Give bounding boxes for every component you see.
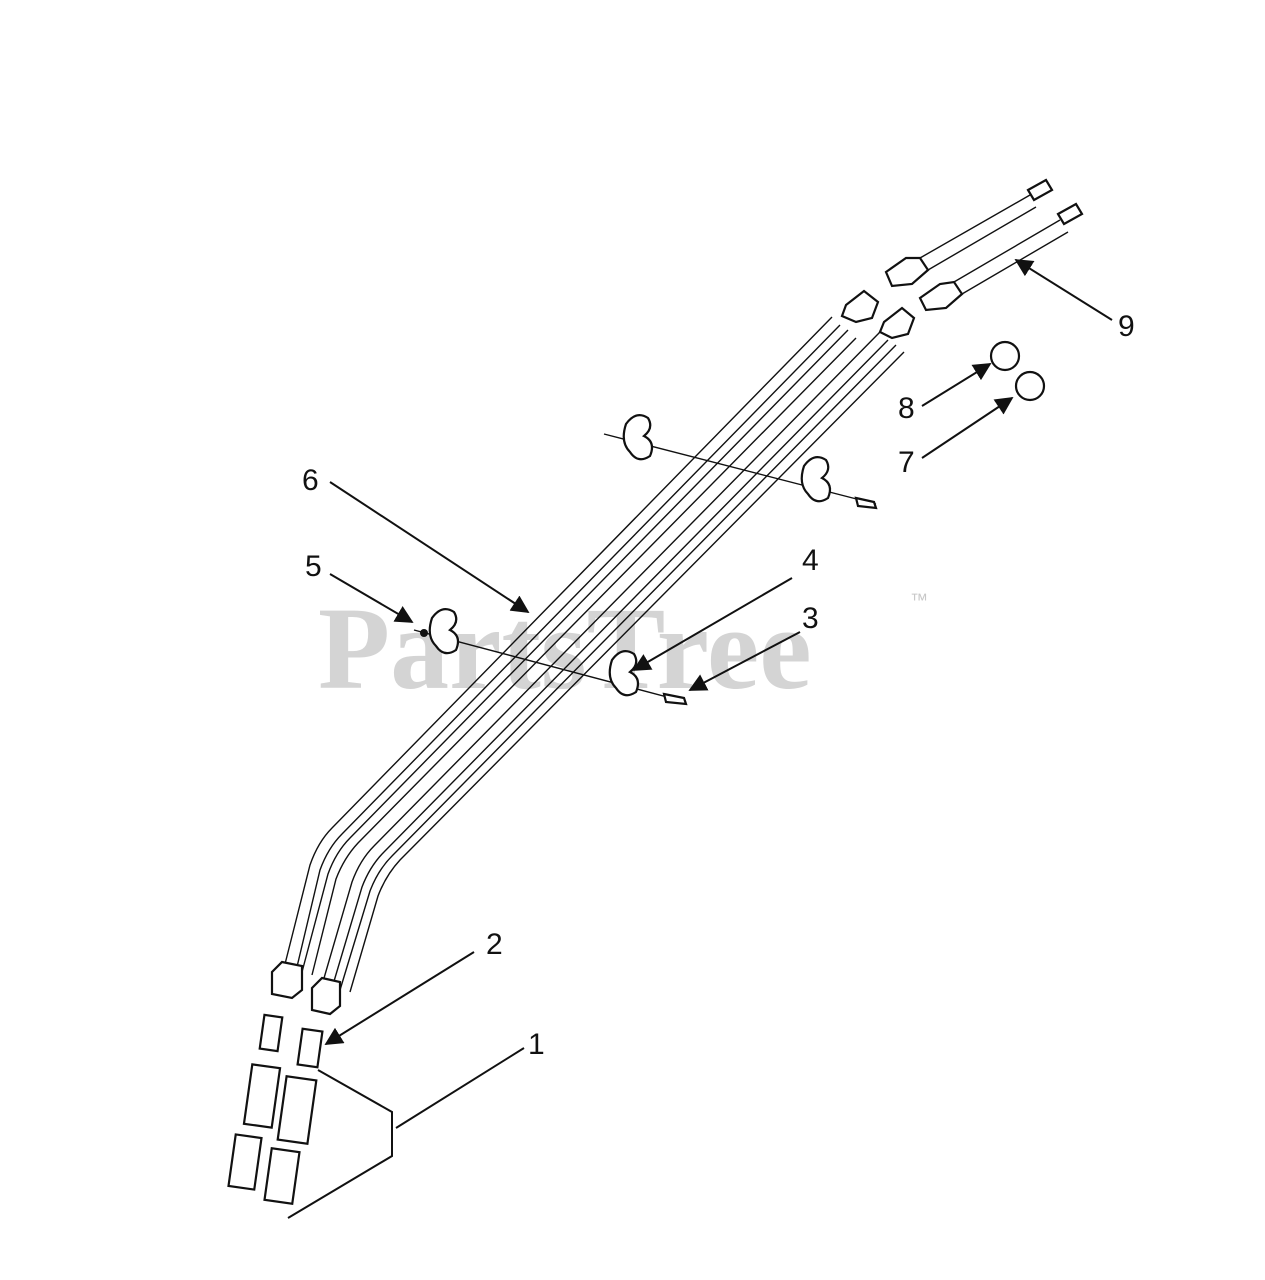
hose-right-top-nut [878, 306, 916, 340]
callout-8: 8 [898, 392, 915, 425]
bottom-fittings [227, 1013, 324, 1205]
hose-left-top-nut [840, 289, 880, 324]
hose-left-bottom-nut [270, 960, 304, 1000]
callout-3: 3 [802, 602, 819, 635]
callout-5: 5 [305, 550, 322, 583]
leader-2 [324, 951, 475, 1045]
leader-6 [329, 481, 530, 613]
hose-right [310, 306, 916, 1016]
watermark-trademark: ™ [910, 590, 928, 610]
leader-7 [921, 397, 1014, 459]
leader-1 [287, 1047, 525, 1219]
clamp-set-upper [603, 413, 878, 510]
callout-1: 1 [528, 1028, 545, 1061]
o-ring-item8 [989, 340, 1021, 372]
watermark-text: PartsTree [318, 583, 812, 714]
callout-4: 4 [802, 544, 819, 577]
leader-4 [632, 577, 793, 671]
tube-fittings-item9 [884, 178, 1084, 312]
callout-7: 7 [898, 446, 915, 479]
callout-6: 6 [302, 464, 319, 497]
hose-right-bottom-nut [310, 976, 342, 1016]
leader-9 [1014, 259, 1113, 321]
clamp-set-lower [413, 607, 688, 706]
o-ring-item7 [1014, 370, 1046, 402]
callout-2: 2 [486, 928, 503, 961]
leader-5 [329, 573, 414, 623]
hose-left [270, 289, 880, 1000]
leader-8 [921, 363, 992, 407]
leader-3 [688, 631, 801, 691]
callout-9: 9 [1118, 310, 1135, 343]
